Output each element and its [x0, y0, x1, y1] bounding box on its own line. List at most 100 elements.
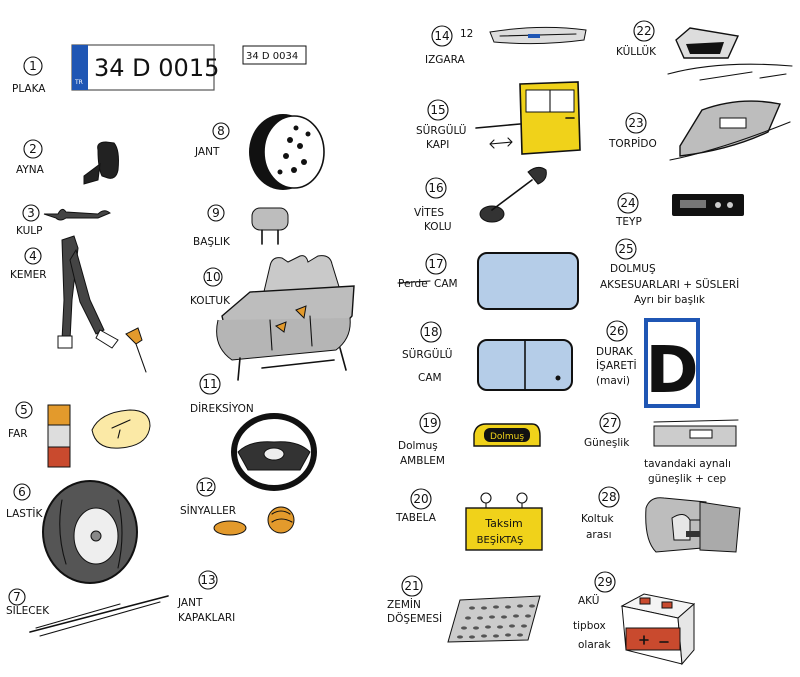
sign-line-1: Taksim	[484, 517, 523, 530]
item-seat-console: 28 Koltuk arası	[581, 486, 741, 553]
item-number: 29	[597, 575, 612, 589]
item-number: 21	[404, 579, 419, 593]
item-headlight: 5 FAR	[8, 401, 151, 468]
item-label: PLAKA	[12, 83, 46, 95]
item-sliding-door: 15 SÜRGÜLÜ KAPI	[416, 81, 581, 155]
item-label: SİLECEK	[6, 604, 50, 617]
emblem-text: Dolmuş	[490, 432, 524, 442]
item-battery: 29 AKÜ tipbox olarak	[573, 571, 696, 666]
item-label-3: olarak	[578, 639, 612, 651]
item-label: DOLMUŞ	[610, 263, 656, 275]
item-label-3: güneşlik + cep	[648, 473, 727, 485]
item-number: 2	[29, 142, 37, 156]
item-label-2: AMBLEM	[400, 455, 445, 467]
item-label-2: CAM	[418, 372, 442, 384]
item-steering-wheel: 11 DİREKSİYON	[190, 373, 317, 491]
item-number: 17	[428, 257, 443, 271]
item-label-2: tavandaki aynalı	[644, 458, 731, 470]
item-label-2: DÖŞEMESİ	[387, 612, 442, 625]
item-label: AYNA	[16, 164, 45, 176]
small-plate-text: 34 D 0034	[246, 51, 298, 62]
item-label: LASTİK	[6, 507, 43, 520]
item-number: 12	[198, 480, 213, 494]
item-number: 3	[27, 206, 35, 220]
item-emblem: 19 Dolmuş AMBLEM Dolmuş	[398, 412, 541, 467]
item-hubcaps: 13 JANT KAPAKLARI	[177, 570, 235, 624]
item-number: 7	[13, 590, 21, 604]
item-number: 27	[602, 416, 617, 430]
item-gear-lever: 16 VİTES KOLU	[414, 166, 547, 233]
item-stop-sign: 26 DURAK İŞARETİ (mavi) D	[596, 318, 700, 408]
item-label: KOLTUK	[190, 295, 231, 307]
item-label: Dolmuş	[398, 440, 438, 452]
item-number: 20	[413, 492, 428, 506]
item-radio: 24 TEYP	[615, 192, 744, 228]
item-mirror: 2 AYNA	[16, 139, 119, 185]
item-number: 6	[18, 485, 26, 499]
item-label: KÜLLÜK	[616, 45, 657, 58]
item-grille: 14 12 IZGARA	[425, 25, 587, 66]
item-number: 18	[423, 325, 438, 339]
item-number: 1	[29, 59, 37, 73]
item-label: Güneşlik	[584, 437, 630, 449]
item-label: Koltuk	[581, 513, 614, 525]
item-number: 9	[212, 206, 220, 220]
item-label: TORPİDO	[608, 137, 657, 150]
item-label: SÜRGÜLÜ	[416, 124, 466, 137]
item-label: DİREKSİYON	[190, 402, 254, 415]
item-number: 15	[430, 103, 445, 117]
item-label-2: AKSESUARLARI + SÜSLERİ	[600, 278, 739, 291]
license-plate: TR 34 D 0015	[71, 44, 219, 91]
item-label-2: arası	[586, 529, 612, 541]
item-label: FAR	[8, 428, 28, 440]
plate-text: 34 D 0015	[94, 54, 219, 82]
item-rim: 8 JANT	[194, 114, 325, 190]
item-floor-mat: 21 ZEMİN DÖŞEMESİ	[387, 575, 541, 643]
item-number: 10	[205, 270, 220, 284]
item-signals: 12 SİNYALLER	[180, 477, 295, 536]
item-sign-board: 20 TABELA Taksim BEŞİKTAŞ	[395, 488, 543, 551]
item-label: CAM	[434, 278, 458, 290]
item-number: 19	[422, 416, 437, 430]
item-number: 22	[636, 24, 651, 38]
item-label: VİTES	[414, 206, 444, 219]
item-seat: 10 KOLTUK	[190, 255, 355, 381]
item-struck-word: Perde	[398, 278, 428, 290]
item-label: KEMER	[10, 269, 47, 281]
item-label: AKÜ	[578, 594, 599, 607]
item-sliding-window: 18 SÜRGÜLÜ CAM	[402, 321, 573, 391]
item-number: 14	[434, 29, 449, 43]
item-label: KULP	[16, 225, 42, 237]
sign-line-2: BEŞİKTAŞ	[477, 533, 524, 546]
item-handle: 3 KULP	[16, 204, 111, 237]
item-plate: 1 PLAKA TR 34 D 0015 34 D 0034	[12, 44, 307, 95]
item-window: 17 Perde CAM	[397, 252, 579, 310]
item-number: 28	[601, 490, 616, 504]
item-accessories: 25 DOLMUŞ AKSESUARLARI + SÜSLERİ Ayrı bi…	[600, 238, 739, 306]
item-label: DURAK	[596, 346, 634, 358]
item-ashtray: 22 KÜLLÜK	[616, 20, 793, 81]
item-label-2: KAPI	[426, 139, 449, 151]
item-seatbelt: 4 KEMER	[10, 235, 147, 373]
item-number: 23	[628, 116, 643, 130]
item-wiper: 7 SİLECEK	[6, 588, 169, 637]
stop-letter: D	[645, 334, 698, 408]
item-extra: 12	[460, 28, 473, 40]
item-label: IZGARA	[425, 54, 465, 66]
item-label-2: KOLU	[424, 221, 452, 233]
item-label: ZEMİN	[387, 598, 421, 611]
item-label-3: Ayrı bir başlık	[634, 294, 706, 306]
item-number: 5	[20, 403, 28, 417]
item-label-2: İŞARETİ	[596, 359, 637, 372]
item-label: SÜRGÜLÜ	[402, 348, 452, 361]
item-label: TABELA	[395, 512, 437, 524]
item-sun-visor: 27 Güneşlik tavandaki aynalı güneşlik + …	[584, 412, 739, 485]
item-number: 24	[620, 196, 635, 210]
item-label: JANT	[177, 597, 203, 609]
item-label: JANT	[194, 146, 220, 158]
item-label: TEYP	[615, 216, 642, 228]
item-number: 26	[609, 324, 624, 338]
item-label: SİNYALLER	[180, 504, 236, 517]
item-number: 8	[217, 124, 225, 138]
